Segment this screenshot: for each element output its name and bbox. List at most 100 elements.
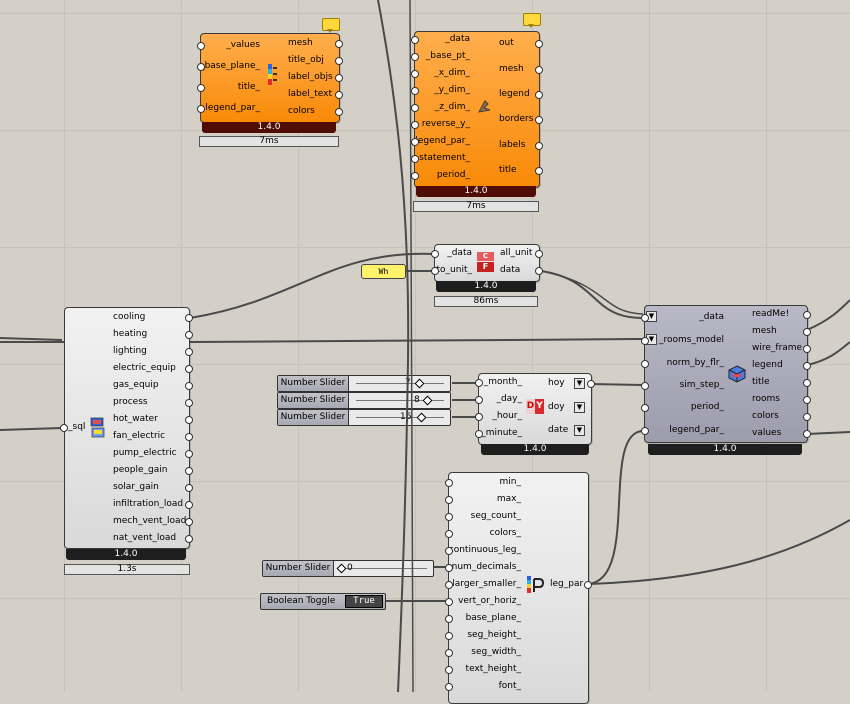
input-port[interactable]	[445, 496, 453, 504]
input-port[interactable]	[475, 430, 483, 438]
input-port[interactable]	[411, 172, 419, 180]
input-port[interactable]	[197, 42, 205, 50]
output-port[interactable]	[535, 250, 543, 258]
number-slider-month[interactable]: Number Slider 7	[277, 375, 451, 392]
toggle-value[interactable]: True	[345, 595, 383, 608]
output-port[interactable]	[535, 116, 543, 124]
color-rooms-body[interactable]	[644, 305, 808, 443]
output-port[interactable]	[803, 430, 811, 438]
output-port[interactable]	[185, 399, 193, 407]
input-port[interactable]	[431, 250, 439, 258]
convert-units-component[interactable]: _data to_unit_ C F all_unit data 1.4.0 8…	[430, 244, 545, 311]
output-port[interactable]	[335, 74, 343, 82]
input-port[interactable]	[475, 379, 483, 387]
slider-track[interactable]	[356, 383, 444, 384]
sql-component-body[interactable]	[64, 307, 190, 549]
boolean-toggle[interactable]: Boolean Toggle True	[260, 593, 386, 610]
heatmap-component[interactable]: _data _base_pt_ _x_dim_ _y_dim_ _z_dim_ …	[410, 13, 550, 215]
output-port[interactable]	[335, 57, 343, 65]
output-port[interactable]	[803, 379, 811, 387]
output-port[interactable]	[335, 108, 343, 116]
doy-dropdown-button[interactable]: ▼	[574, 402, 585, 413]
slider-knob[interactable]	[336, 563, 347, 574]
slider-knob[interactable]	[414, 378, 425, 389]
date-dropdown-button[interactable]: ▼	[574, 425, 585, 436]
output-port[interactable]	[803, 328, 811, 336]
input-port[interactable]	[445, 513, 453, 521]
input-port[interactable]	[411, 87, 419, 95]
input-port[interactable]	[411, 155, 419, 163]
output-port[interactable]	[535, 142, 543, 150]
output-port[interactable]	[185, 484, 193, 492]
input-port[interactable]	[197, 84, 205, 92]
output-port[interactable]	[803, 413, 811, 421]
datetime-component[interactable]: _month_ _day_ _hour_ _minute_ D Y hoy do…	[474, 372, 596, 460]
input-port[interactable]	[445, 615, 453, 623]
unit-panel[interactable]: Wh	[361, 264, 406, 279]
output-port[interactable]	[335, 40, 343, 48]
input-port[interactable]	[60, 424, 68, 432]
output-port[interactable]	[803, 345, 811, 353]
output-port[interactable]	[535, 91, 543, 99]
number-slider-decimals[interactable]: Number Slider 0	[262, 560, 434, 577]
input-port[interactable]	[445, 666, 453, 674]
input-port[interactable]	[641, 314, 649, 322]
slider-knob[interactable]	[422, 395, 433, 406]
input-port[interactable]	[197, 63, 205, 71]
message-bubble-icon[interactable]	[523, 13, 541, 28]
output-port[interactable]	[535, 267, 543, 275]
output-port[interactable]	[803, 396, 811, 404]
output-port[interactable]	[535, 66, 543, 74]
output-port[interactable]	[185, 433, 193, 441]
output-port[interactable]	[185, 314, 193, 322]
input-port[interactable]	[411, 70, 419, 78]
input-port[interactable]	[445, 530, 453, 538]
legend-par-component[interactable]: min_ max_ seg_count_ colors_ continuous_…	[444, 472, 594, 704]
output-port[interactable]	[185, 348, 193, 356]
output-port[interactable]	[803, 362, 811, 370]
slider-track[interactable]	[341, 568, 427, 569]
heatmap-component-body[interactable]	[414, 31, 540, 188]
number-slider-day[interactable]: Number Slider 8	[277, 392, 451, 409]
input-port[interactable]	[197, 105, 205, 113]
input-port[interactable]	[445, 598, 453, 606]
input-port[interactable]	[445, 683, 453, 691]
input-port[interactable]	[445, 649, 453, 657]
output-port[interactable]	[535, 40, 543, 48]
input-port[interactable]	[445, 479, 453, 487]
input-port[interactable]	[431, 267, 439, 275]
input-port[interactable]	[641, 360, 649, 368]
output-port[interactable]	[185, 365, 193, 373]
legend-component[interactable]: _values _base_plane_ title_ legend_par_ …	[196, 18, 344, 150]
output-port[interactable]	[185, 450, 193, 458]
input-port[interactable]	[445, 564, 453, 572]
output-port[interactable]	[185, 501, 193, 509]
output-port[interactable]	[535, 167, 543, 175]
output-port[interactable]	[587, 380, 595, 388]
input-port[interactable]	[641, 337, 649, 345]
input-port[interactable]	[475, 413, 483, 421]
input-port[interactable]	[411, 36, 419, 44]
output-port[interactable]	[185, 331, 193, 339]
input-port[interactable]	[445, 581, 453, 589]
message-bubble-icon[interactable]	[322, 18, 340, 33]
output-port[interactable]	[803, 311, 811, 319]
input-port[interactable]	[641, 427, 649, 435]
output-port[interactable]	[584, 581, 592, 589]
input-port[interactable]	[445, 632, 453, 640]
output-port[interactable]	[185, 535, 193, 543]
slider-knob[interactable]	[416, 412, 427, 423]
sql-component[interactable]: _sql cooling heating lighting electric_e…	[58, 306, 198, 581]
output-port[interactable]	[185, 518, 193, 526]
output-port[interactable]	[185, 467, 193, 475]
input-port[interactable]	[411, 53, 419, 61]
input-port[interactable]	[475, 396, 483, 404]
hoy-dropdown-button[interactable]: ▼	[574, 378, 585, 389]
input-port[interactable]	[411, 104, 419, 112]
input-port[interactable]	[445, 547, 453, 555]
number-slider-hour[interactable]: Number Slider 16	[277, 409, 451, 426]
input-port[interactable]	[411, 121, 419, 129]
output-port[interactable]	[185, 416, 193, 424]
output-port[interactable]	[185, 382, 193, 390]
color-rooms-component[interactable]: ▼ ▼ _data _rooms_model norm_by_flr_ sim_…	[640, 305, 812, 460]
